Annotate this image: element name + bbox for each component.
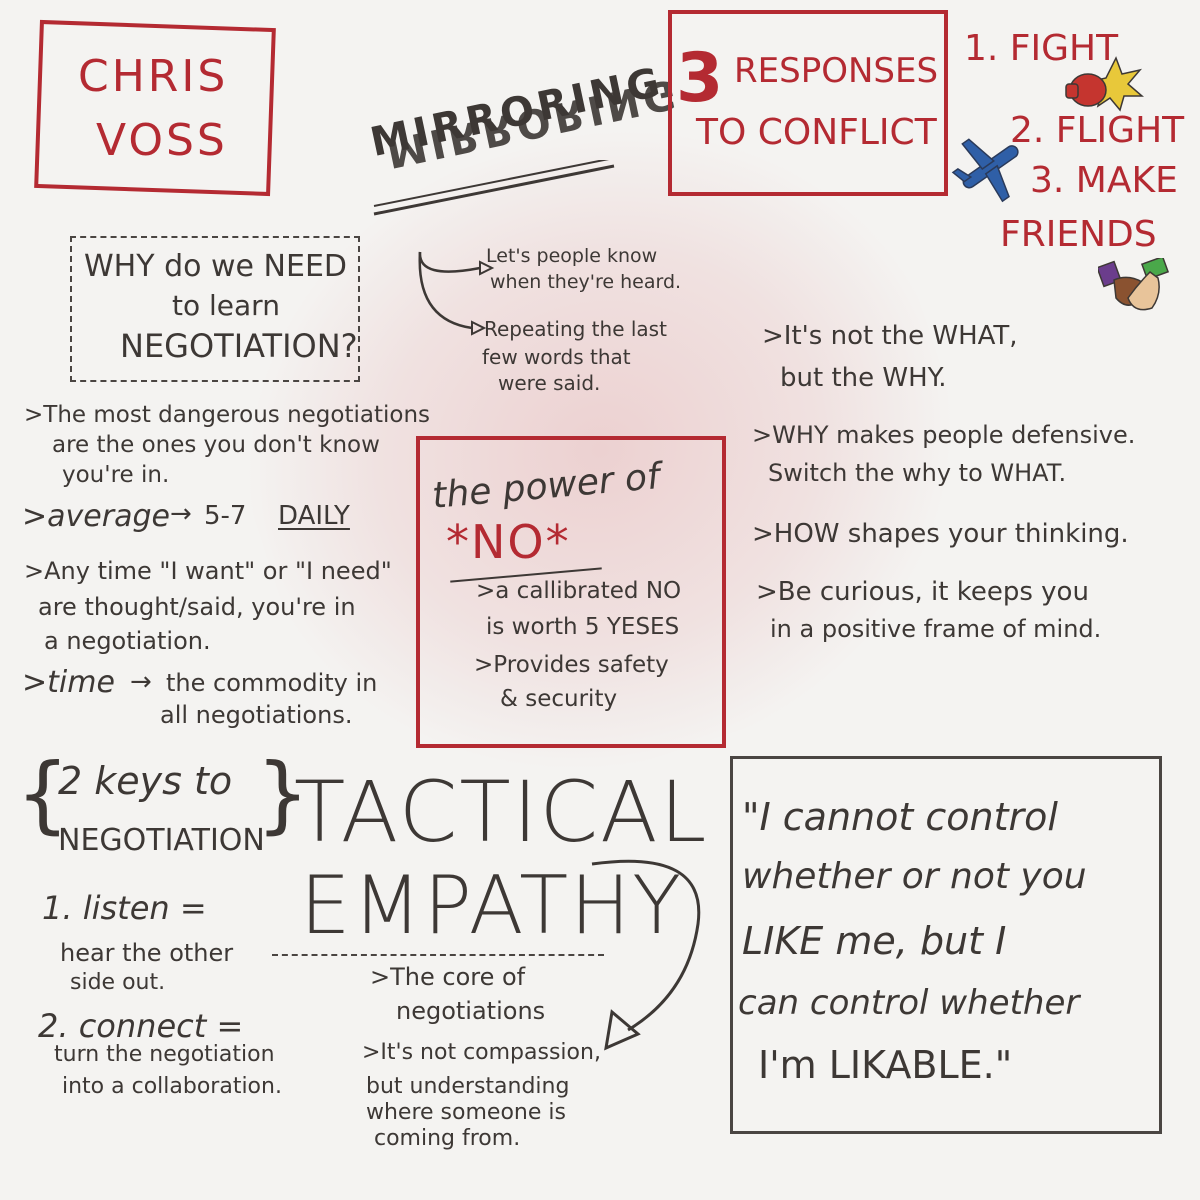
why-bullet-1c: you're in. — [62, 462, 170, 488]
key-2-desc-a: turn the negotiation — [54, 1042, 275, 1067]
tactical-core-4: but understanding — [366, 1074, 570, 1099]
responses-number: 3 — [676, 39, 724, 118]
key-2: 2. connect = — [38, 1007, 244, 1045]
power-of-no-big: *NO* — [446, 515, 571, 569]
why-bullet-3b: are thought/said, you're in — [38, 593, 356, 621]
arrow-icon: → — [170, 499, 192, 529]
why-what-line-7: in a positive frame of mind. — [770, 615, 1102, 643]
why-bullet-4-label: >time — [22, 665, 115, 700]
keys-brace-right: } — [256, 745, 310, 843]
power-of-no-box — [416, 436, 726, 748]
why-bullet-1a: >The most dangerous negotiations — [24, 402, 431, 428]
responses-title-2: TO CONFLICT — [696, 112, 937, 153]
key-1: 1. listen = — [42, 889, 207, 927]
tactical-line-2: EMPATHY — [300, 859, 684, 952]
key-1-desc-a: hear the other — [60, 939, 234, 967]
mirroring-point-1b: when they're heard. — [490, 271, 682, 293]
title-box — [34, 19, 276, 197]
quote-line-2: whether or not you — [742, 856, 1087, 897]
airplane-icon — [951, 138, 1019, 203]
quote-line-5: I'm LIKABLE." — [758, 1043, 1013, 1087]
response-fight: 1. FIGHT — [964, 28, 1119, 69]
response-make: 3. MAKE — [1030, 160, 1178, 201]
power-of-no-line-4: & security — [500, 686, 618, 712]
tactical-core-3: >It's not compassion, — [362, 1040, 601, 1065]
quote-box — [730, 756, 1162, 1134]
why-bullet-1b: are the ones you don't know — [52, 432, 380, 458]
mirroring-point-2b: few words that — [482, 345, 631, 369]
keys-title-2: NEGOTIATION — [58, 823, 265, 858]
why-bullet-3c: a negotiation. — [44, 627, 211, 655]
tactical-line-1: TACTICAL — [294, 763, 709, 861]
why-what-line-3: >WHY makes people defensive. — [752, 421, 1136, 449]
tactical-core-1: >The core of — [370, 963, 526, 991]
responses-box — [668, 10, 948, 196]
response-friends: FRIENDS — [1000, 214, 1157, 255]
power-of-no-line-3: >Provides safety — [474, 652, 669, 678]
handshake-icon — [1098, 258, 1170, 311]
quote-line-3: LIKE me, but I — [742, 919, 1007, 963]
curved-arrow-icon — [591, 859, 701, 1051]
mirror-divider — [373, 160, 615, 216]
title-line-2: VOSS — [96, 115, 228, 166]
mirroring-point-1a: Let's people know — [486, 245, 658, 267]
key-1-desc-b: side out. — [70, 970, 166, 995]
response-flight: 2. FLIGHT — [1010, 110, 1185, 151]
why-line-3: NEGOTIATION? — [120, 327, 358, 365]
tactical-core-6: coming from. — [374, 1126, 521, 1151]
power-of-no-line-1: >a callibrated NO — [476, 578, 682, 604]
mirroring-branch-arrows — [418, 251, 495, 336]
arrow-icon: → — [130, 667, 152, 697]
why-bullet-2-value: 5-7 — [204, 501, 247, 531]
why-what-line-4: Switch the why to WHAT. — [768, 459, 1067, 487]
mirroring-point-2a: Repeating the last — [484, 317, 667, 341]
mirroring-point-2c: were said. — [498, 371, 601, 395]
key-2-desc-b: into a collaboration. — [62, 1074, 282, 1099]
keys-title-1: 2 keys to — [58, 759, 233, 803]
power-of-no-line-2: is worth 5 YESES — [486, 614, 680, 640]
why-what-line-1: >It's not the WHAT, — [762, 321, 1018, 351]
why-what-line-5: >HOW shapes your thinking. — [752, 519, 1129, 549]
why-line-2: to learn — [172, 289, 280, 322]
responses-title-1: RESPONSES — [734, 51, 939, 91]
why-bullet-4-value: the commodity in — [166, 669, 378, 697]
quote-line-1: "I cannot control — [742, 795, 1058, 839]
why-bullet-2-daily: DAILY — [278, 501, 350, 531]
why-bullet-2-label: >average — [22, 499, 170, 534]
why-box — [70, 236, 360, 382]
quote-line-4: can control whether — [738, 983, 1080, 1023]
tactical-divider — [272, 954, 604, 956]
why-line-1: WHY do we NEED — [84, 249, 347, 284]
title-line-1: CHRIS — [78, 51, 229, 102]
tactical-core-2: negotiations — [396, 997, 546, 1025]
why-what-line-6: >Be curious, it keeps you — [756, 577, 1089, 607]
why-what-line-2: but the WHY. — [780, 363, 947, 393]
why-bullet-4-continued: all negotiations. — [160, 701, 353, 729]
boxing-glove-icon — [1065, 56, 1144, 112]
keys-brace-left: { — [16, 745, 70, 843]
why-bullet-3a: >Any time "I want" or "I need" — [24, 557, 392, 585]
tactical-core-5: where someone is — [366, 1100, 566, 1125]
